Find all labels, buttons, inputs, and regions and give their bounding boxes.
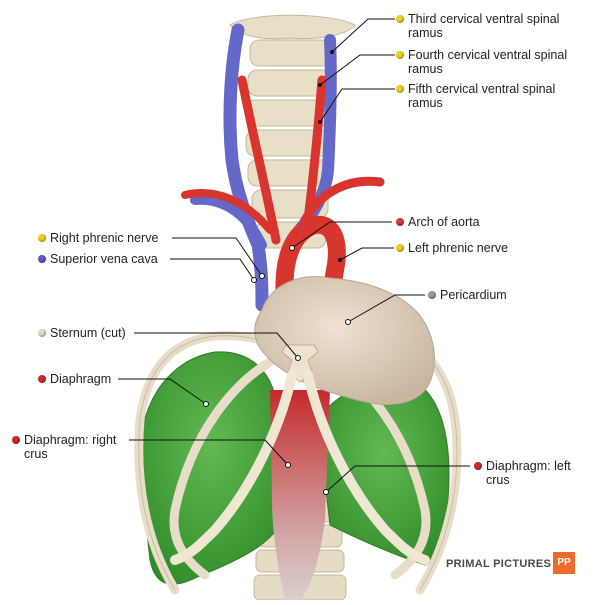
label-fourth-cervical: Fourth cervical ventral spinal ramus bbox=[408, 48, 568, 76]
pericardium-dot-icon bbox=[428, 291, 436, 299]
label-right-phrenic: Right phrenic nerve bbox=[50, 231, 159, 245]
bone-dot-icon bbox=[38, 329, 46, 337]
leader-svc bbox=[170, 258, 255, 281]
label-fifth-cervical: Fifth cervical ventral spinal ramus bbox=[408, 82, 556, 110]
leader-fourth-cervical bbox=[319, 54, 395, 86]
vein-dot-icon bbox=[38, 255, 46, 263]
label-right-crus: Diaphragm: right crus bbox=[24, 433, 117, 461]
pericardium-heart bbox=[254, 276, 435, 405]
muscle-dot-icon bbox=[474, 462, 482, 470]
leader-left-phrenic bbox=[339, 247, 394, 261]
label-left-phrenic: Left phrenic nerve bbox=[408, 241, 509, 255]
leader-right-crus bbox=[129, 439, 289, 466]
leader-diaphragm bbox=[118, 378, 207, 405]
label-arch-aorta: Arch of aorta bbox=[408, 215, 480, 229]
label-left-crus: Diaphragm: left crus bbox=[486, 459, 571, 487]
muscle-dot-icon bbox=[12, 436, 20, 444]
brand-name: PRIMAL PICTURES bbox=[446, 558, 552, 570]
leader-left-crus bbox=[325, 465, 470, 493]
leader-third-cervical bbox=[331, 18, 395, 53]
primal-pictures-logo-icon: PP bbox=[553, 552, 575, 574]
structure-pins bbox=[203, 50, 351, 495]
nerve-dot-icon bbox=[396, 51, 404, 59]
leader-right-phrenic bbox=[172, 237, 263, 277]
costal-cartilage bbox=[170, 370, 430, 565]
leader-pericardium bbox=[347, 294, 425, 323]
label-svc: Superior vena cava bbox=[50, 252, 158, 266]
artery-dot-icon bbox=[396, 218, 404, 226]
nerve-dot-icon bbox=[396, 244, 404, 252]
label-pericardium: Pericardium bbox=[440, 288, 507, 302]
leader-lines bbox=[118, 18, 470, 493]
muscle-dot-icon bbox=[38, 375, 46, 383]
label-sternum: Sternum (cut) bbox=[50, 326, 126, 340]
label-diaphragm: Diaphragm bbox=[50, 372, 112, 386]
nerve-dot-icon bbox=[396, 85, 404, 93]
leader-arch-aorta bbox=[291, 221, 392, 249]
leader-fifth-cervical bbox=[319, 88, 395, 123]
label-third-cervical: Third cervical ventral spinal ramus bbox=[408, 12, 560, 40]
nerve-dot-icon bbox=[396, 15, 404, 23]
leader-sternum bbox=[134, 332, 299, 359]
arteries bbox=[181, 75, 385, 309]
diaphragm-crus bbox=[270, 390, 330, 600]
nerve-dot-icon bbox=[38, 234, 46, 242]
